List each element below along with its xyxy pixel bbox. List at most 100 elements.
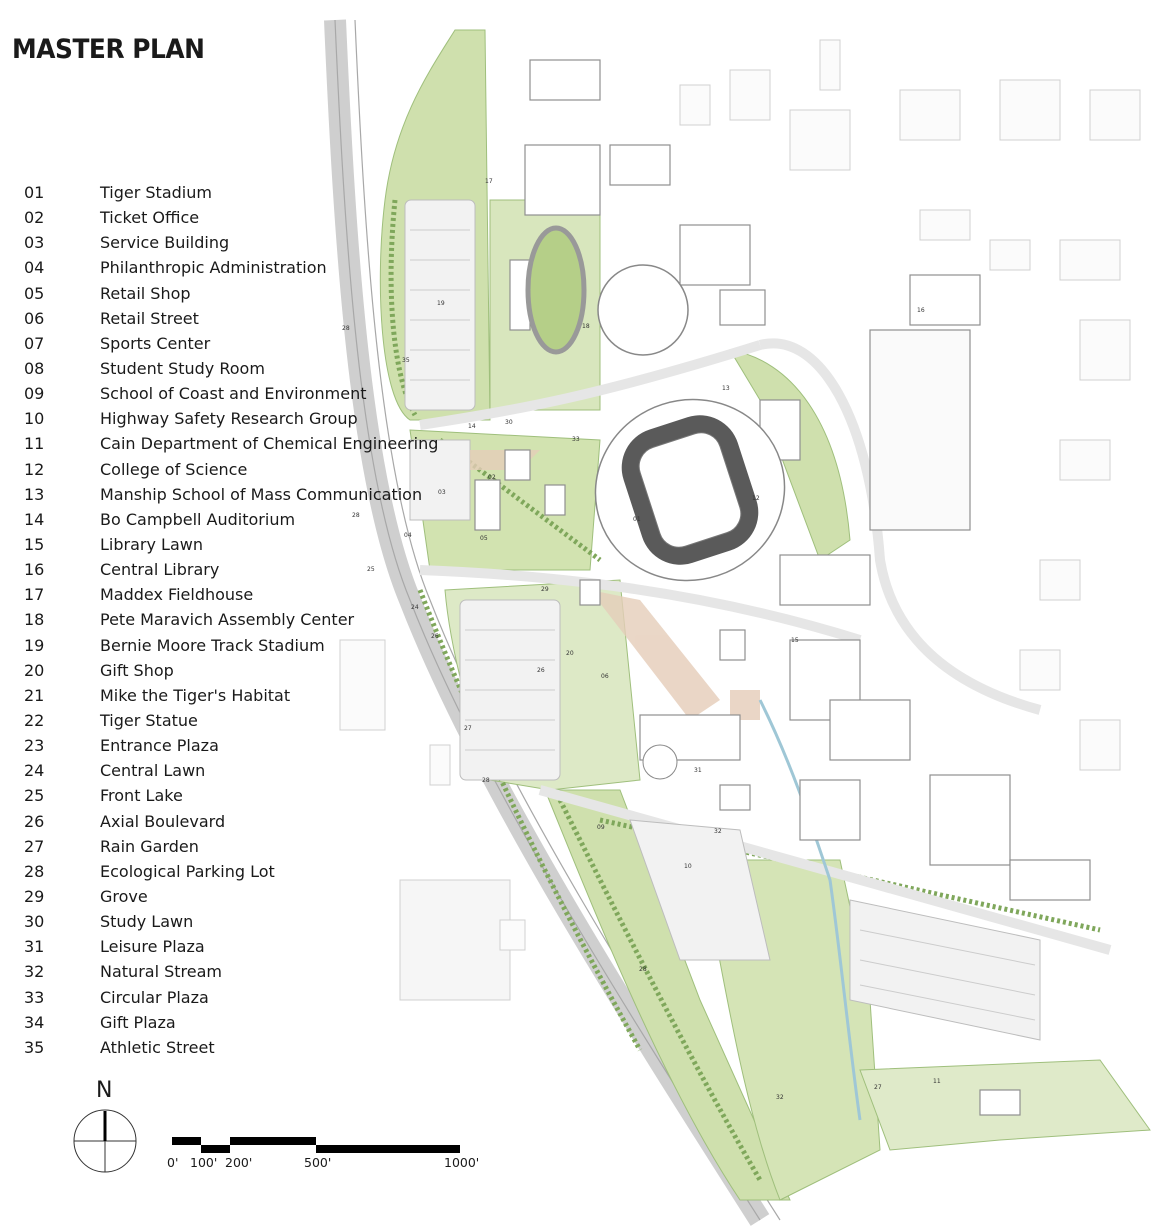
map-label: 15 [791, 637, 799, 644]
legend-number: 19 [24, 635, 45, 655]
legend-number: 10 [24, 409, 45, 429]
legend-number: 34 [24, 1012, 45, 1032]
legend-name: Entrance Plaza [100, 736, 219, 756]
legend-number: 04 [24, 258, 45, 278]
legend-name: Ticket Office [100, 208, 200, 228]
map-label: 27 [874, 1084, 882, 1091]
map-label: 35 [402, 357, 410, 364]
map-label: 26 [431, 633, 439, 640]
scale-bar: 0' 100' 200' 500' 1000' [167, 1135, 479, 1175]
parking-lots [404, 199, 1041, 1041]
legend-number: 24 [24, 761, 45, 781]
map-label: 02 [488, 474, 496, 481]
map-label: 32 [776, 1094, 784, 1101]
legend-name: Gift Plaza [100, 1012, 176, 1032]
map-label: 10 [684, 863, 692, 870]
legend-name: Library Lawn [100, 534, 203, 554]
legend-number: 06 [24, 308, 45, 328]
legend-name: Service Building [100, 233, 230, 253]
legend-number: 08 [24, 358, 45, 378]
legend-number: 28 [24, 861, 45, 881]
legend-number: 35 [24, 1037, 45, 1057]
scale-label: 1000' [444, 1155, 480, 1170]
map-label: 30 [505, 419, 513, 426]
map-label: 33 [572, 436, 580, 443]
tiger-stadium [594, 398, 786, 582]
legend-name: Central Lawn [100, 761, 206, 781]
legend-name: Natural Stream [100, 962, 222, 982]
legend-number: 18 [24, 610, 45, 630]
map-label: 25 [367, 566, 375, 573]
legend-number: 15 [24, 534, 45, 554]
map-label: 26 [537, 667, 545, 674]
legend-name: Sports Center [100, 333, 211, 353]
map-label: 13 [722, 385, 730, 392]
legend-name: Mike the Tiger's Habitat [100, 685, 291, 705]
scale-label: 0' [167, 1155, 179, 1170]
legend-name: Ecological Parking Lot [100, 861, 275, 881]
scale-label: 200' [225, 1155, 253, 1170]
legend-name: Tiger Stadium [100, 183, 212, 202]
map-label: 28 [352, 512, 360, 519]
map-label: 28 [639, 966, 647, 973]
legend-number: 20 [24, 660, 45, 680]
map-label: 16 [917, 307, 925, 314]
map-label: 06 [601, 673, 609, 680]
map-label: 12 [752, 495, 760, 502]
legend-name: Study Lawn [100, 912, 194, 932]
north-label: N [96, 1078, 113, 1103]
legend-number: 13 [24, 484, 45, 504]
map-label: 27 [464, 725, 472, 732]
legend-name: Retail Street [100, 308, 199, 328]
legend-number: 01 [24, 183, 45, 202]
map-label: 18 [582, 323, 590, 330]
legend-number: 25 [24, 786, 45, 806]
track-stadium [525, 225, 587, 355]
legend-name: Leisure Plaza [100, 937, 205, 957]
legend-number: 12 [24, 459, 45, 479]
scale-label: 500' [304, 1155, 332, 1170]
map-label: 28 [482, 777, 490, 784]
map-label: 01 [633, 516, 641, 523]
legend-number: 27 [24, 836, 45, 856]
legend-name: College of Science [100, 459, 248, 479]
map-label: 31 [694, 767, 702, 774]
map-label: 11 [933, 1078, 941, 1085]
page-title: MASTER PLAN [12, 34, 205, 65]
legend-number: 17 [24, 585, 45, 605]
legend-name: Highway Safety Research Group [100, 409, 358, 429]
legend-name: Athletic Street [100, 1037, 215, 1057]
legend-name: Axial Boulevard [100, 811, 226, 831]
map-label: 17 [485, 178, 493, 185]
parking-stripes [410, 229, 1036, 1021]
legend-name: Rain Garden [100, 836, 199, 856]
legend-number: 03 [24, 233, 45, 253]
legend-number: 11 [24, 434, 45, 454]
map-label: 14 [468, 423, 476, 430]
legend-number: 09 [24, 384, 45, 404]
legend-name: Circular Plaza [100, 987, 209, 1007]
map-label: 04 [404, 532, 412, 539]
legend-name: Central Library [100, 560, 220, 580]
north-arrow: N [72, 1078, 138, 1174]
legend-number: 30 [24, 912, 45, 932]
legend-name: Pete Maravich Assembly Center [100, 610, 355, 630]
map-label: 32 [714, 828, 722, 835]
legend-number: 31 [24, 937, 45, 957]
legend-name: Student Study Room [100, 358, 265, 378]
legend-name: Bo Campbell Auditorium [100, 509, 296, 529]
legend-name: Bernie Moore Track Stadium [100, 635, 325, 655]
legend-number: 07 [24, 333, 45, 353]
legend-name: Front Lake [100, 786, 183, 806]
legend-name: Tiger Statue [100, 710, 198, 730]
legend-name: Gift Shop [100, 660, 174, 680]
legend-name: Retail Shop [100, 283, 191, 303]
map-label: 09 [597, 824, 605, 831]
legend-name: Grove [100, 886, 148, 906]
legend-number: 33 [24, 987, 45, 1007]
map-label: 29 [541, 586, 549, 593]
map-label: 19 [437, 300, 445, 307]
campus-buildings [474, 59, 1091, 1116]
context-buildings [339, 39, 1141, 1001]
